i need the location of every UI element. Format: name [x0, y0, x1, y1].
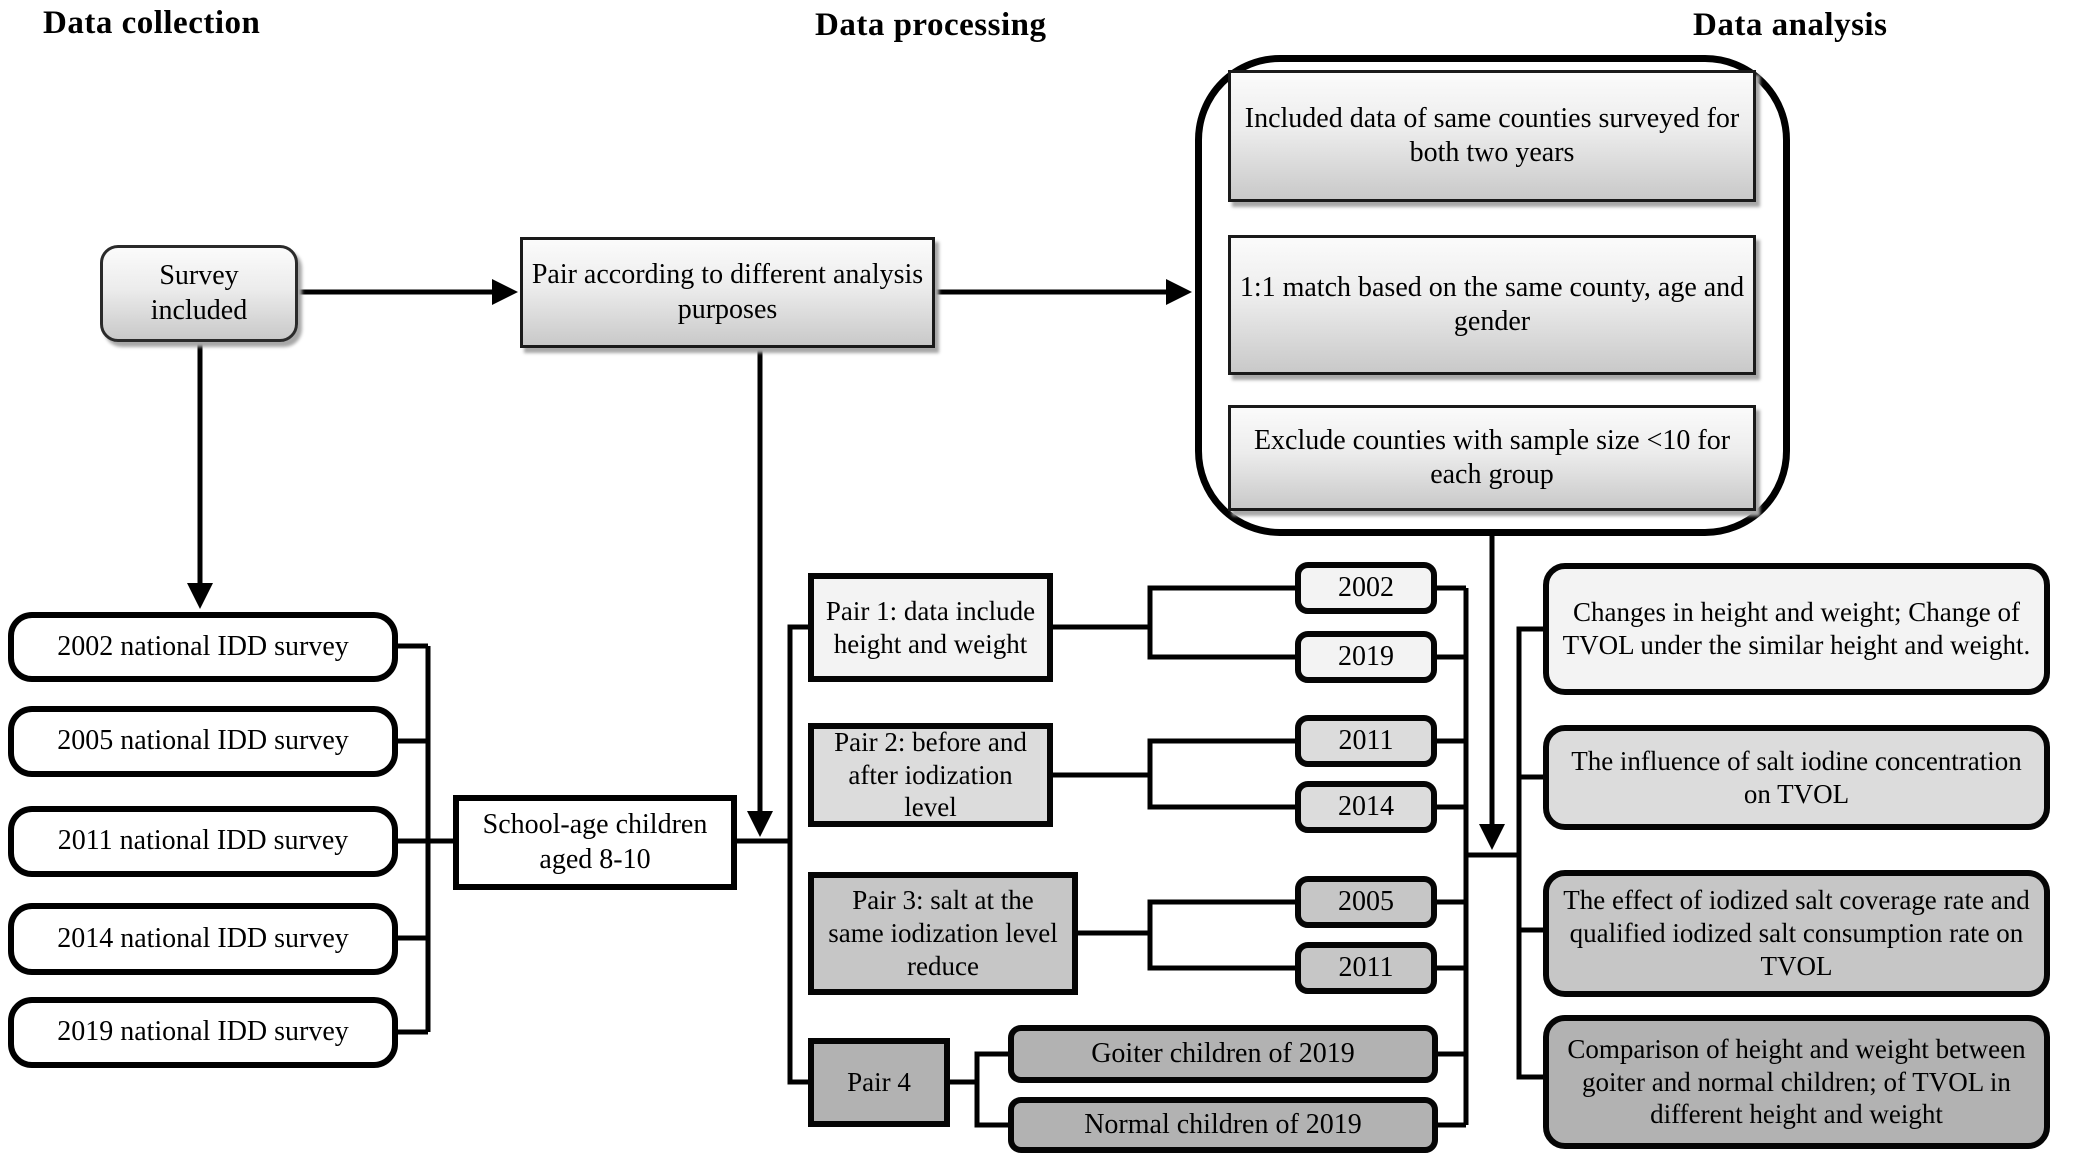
- year-box-2019: 2019: [1295, 631, 1437, 683]
- outcome-box-1: Changes in height and weight; Change of …: [1543, 563, 2050, 695]
- pair2-box: Pair 2: before and after iodization leve…: [808, 723, 1053, 827]
- bracket-survey-list: [398, 643, 453, 1035]
- arrowheads: [187, 279, 1505, 850]
- pair1-box: Pair 1: data include height and weight: [808, 573, 1053, 682]
- year-box-2014: 2014: [1295, 781, 1437, 833]
- year-box-2011: 2011: [1295, 715, 1437, 767]
- bracket-outcomes: [1516, 626, 1543, 1080]
- bracket-pairs: [787, 624, 808, 1085]
- criteria-box-3: Exclude counties with sample size <10 fo…: [1228, 405, 1756, 511]
- pair3-box: Pair 3: salt at the same iodization leve…: [808, 872, 1078, 995]
- pair4-box: Pair 4: [808, 1038, 950, 1127]
- criteria-box-1: Included data of same counties surveyed …: [1228, 70, 1756, 202]
- heading-data-collection: Data collection: [43, 5, 261, 41]
- arrowhead-down-icon: [747, 811, 773, 837]
- outcome-box-2: The influence of salt iodine concentrati…: [1543, 725, 2050, 830]
- arrowhead-right-icon: [492, 279, 518, 305]
- bracket-pair2-years: [1053, 738, 1295, 810]
- bracket-pair3-years: [1078, 899, 1295, 971]
- normal-children-box: Normal children of 2019: [1008, 1097, 1438, 1153]
- pair-purpose-box: Pair according to different analysis pur…: [520, 237, 935, 348]
- year-box-2002: 2002: [1295, 562, 1437, 614]
- survey-box-2005: 2005 national IDD survey: [8, 706, 398, 777]
- arrowhead-down-icon: [187, 583, 213, 609]
- survey-box-2011: 2011 national IDD survey: [8, 806, 398, 877]
- outcome-box-3: The effect of iodized salt coverage rate…: [1543, 870, 2050, 997]
- survey-included-box: Survey included: [100, 245, 298, 342]
- arrowhead-down-icon: [1479, 824, 1505, 850]
- year-box-2005: 2005: [1295, 876, 1437, 928]
- survey-box-2014: 2014 national IDD survey: [8, 903, 398, 975]
- survey-box-2019: 2019 national IDD survey: [8, 997, 398, 1068]
- outcome-box-4: Comparison of height and weight between …: [1543, 1015, 2050, 1149]
- criteria-box-2: 1:1 match based on the same county, age …: [1228, 235, 1756, 375]
- arrowhead-right-icon: [1166, 279, 1192, 305]
- year-box-2011b: 2011: [1295, 942, 1437, 994]
- collector-years: [1437, 585, 1469, 1128]
- heading-data-processing: Data processing: [815, 7, 1047, 43]
- goiter-children-box: Goiter children of 2019: [1008, 1025, 1438, 1083]
- survey-box-2002: 2002 national IDD survey: [8, 612, 398, 682]
- bracket-pair4-groups: [950, 1051, 1008, 1128]
- bracket-pair1-years: [1053, 585, 1295, 660]
- school-age-box: School-age children aged 8-10: [453, 795, 737, 890]
- heading-data-analysis: Data analysis: [1693, 7, 1888, 43]
